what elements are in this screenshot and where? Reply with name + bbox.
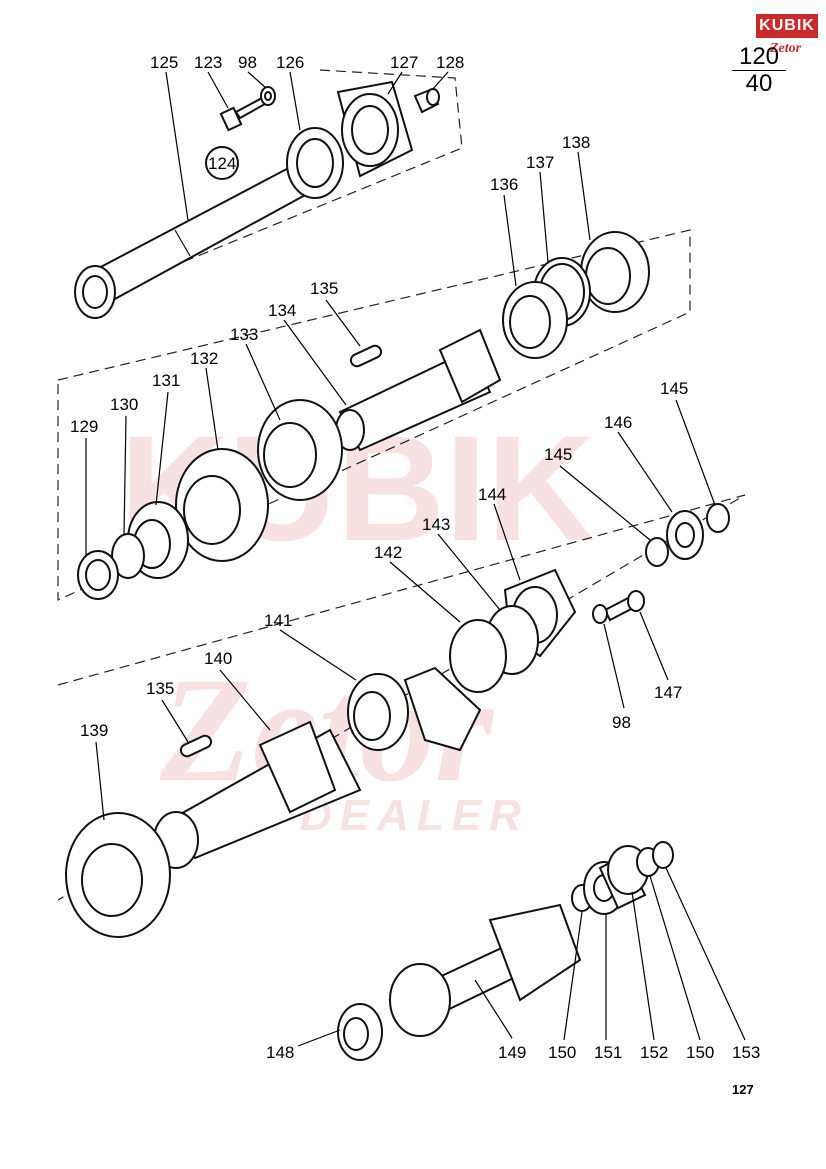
callout-132: 132: [190, 349, 218, 368]
callout-150-right: 150: [686, 1043, 714, 1062]
ref-circle-124: [205, 146, 239, 180]
pin-128: [413, 88, 440, 114]
page-ref-numerator: 120: [732, 44, 786, 71]
gear-146: [666, 510, 704, 560]
callout-98-lower: 98: [612, 713, 631, 732]
callout-151: 151: [594, 1043, 622, 1062]
callout-149: 149: [498, 1043, 526, 1062]
washer-98-lower: [592, 604, 608, 624]
callout-146: 146: [604, 413, 632, 432]
washer-98-top: [260, 86, 276, 106]
callout-150-left: 150: [548, 1043, 576, 1062]
callout-126: 126: [276, 53, 304, 72]
logo-sub: Zetor: [770, 41, 802, 56]
bracket-lower: [403, 666, 482, 752]
callout-131: 131: [152, 371, 180, 390]
circlip-145-right: [706, 503, 730, 533]
callout-127: 127: [390, 53, 418, 72]
gear-133: [257, 399, 343, 501]
callout-98-top: 98: [238, 53, 257, 72]
callout-136: 136: [490, 175, 518, 194]
logo-brand: KUBIK: [756, 14, 818, 38]
callout-142: 142: [374, 543, 402, 562]
gear-132: [175, 448, 269, 562]
callout-128: 128: [436, 53, 464, 72]
page-number: 127: [732, 1082, 754, 1097]
page-ref-denominator: 40: [745, 70, 773, 97]
callout-125: 125: [150, 53, 178, 72]
callout-148: 148: [266, 1043, 294, 1062]
sleeve-152: [598, 845, 649, 910]
callout-145-left: 145: [544, 445, 572, 464]
callout-133: 133: [230, 325, 258, 344]
callout-137: 137: [526, 153, 554, 172]
shaft-134: [335, 328, 502, 452]
callout-153: 153: [732, 1043, 760, 1062]
circlip-145-left: [645, 537, 669, 567]
nut-129: [77, 550, 119, 600]
gear-139: [65, 812, 171, 938]
nut-130: [111, 533, 145, 579]
ring-142: [449, 619, 507, 693]
callout-143: 143: [422, 515, 450, 534]
callout-139: 139: [80, 721, 108, 740]
callout-144: 144: [478, 485, 506, 504]
callouts: 125 123 98 126 127 128 124 138 137 136 1…: [70, 53, 760, 1062]
frame-middle: [57, 229, 691, 601]
page-reference: 120 40: [732, 44, 786, 97]
group-frames: [57, 69, 746, 901]
callout-124: 124: [208, 154, 236, 173]
callout-140: 140: [204, 649, 232, 668]
bearing-136: [502, 281, 568, 359]
callout-134: 134: [268, 301, 296, 320]
callout-147: 147: [654, 683, 682, 702]
frame-lower: [57, 494, 746, 901]
callout-145-right: 145: [660, 379, 688, 398]
key-135-upper: [349, 344, 383, 368]
callout-152: 152: [640, 1043, 668, 1062]
shaft-125: [74, 160, 320, 319]
bearing-138: [580, 231, 650, 313]
bearing-141: [347, 673, 409, 751]
callout-129: 129: [70, 417, 98, 436]
housing-127: [336, 80, 414, 178]
callout-141: 141: [264, 611, 292, 630]
key-135-lower: [179, 734, 213, 758]
bolt-123: [219, 96, 267, 132]
bolt-147: [603, 590, 645, 622]
bearing-126: [286, 127, 344, 199]
brand-logo: KUBIK Zetor: [756, 14, 818, 60]
bearing-148: [337, 1003, 383, 1061]
callout-138: 138: [562, 133, 590, 152]
callout-135-lower: 135: [146, 679, 174, 698]
circlip-153: [652, 841, 674, 869]
callout-135-upper: 135: [310, 279, 338, 298]
frame-top: [89, 69, 463, 301]
callout-130: 130: [110, 395, 138, 414]
shaft-149: [388, 903, 582, 1037]
leader-lines: [85, 71, 746, 1047]
callout-123: 123: [194, 53, 222, 72]
